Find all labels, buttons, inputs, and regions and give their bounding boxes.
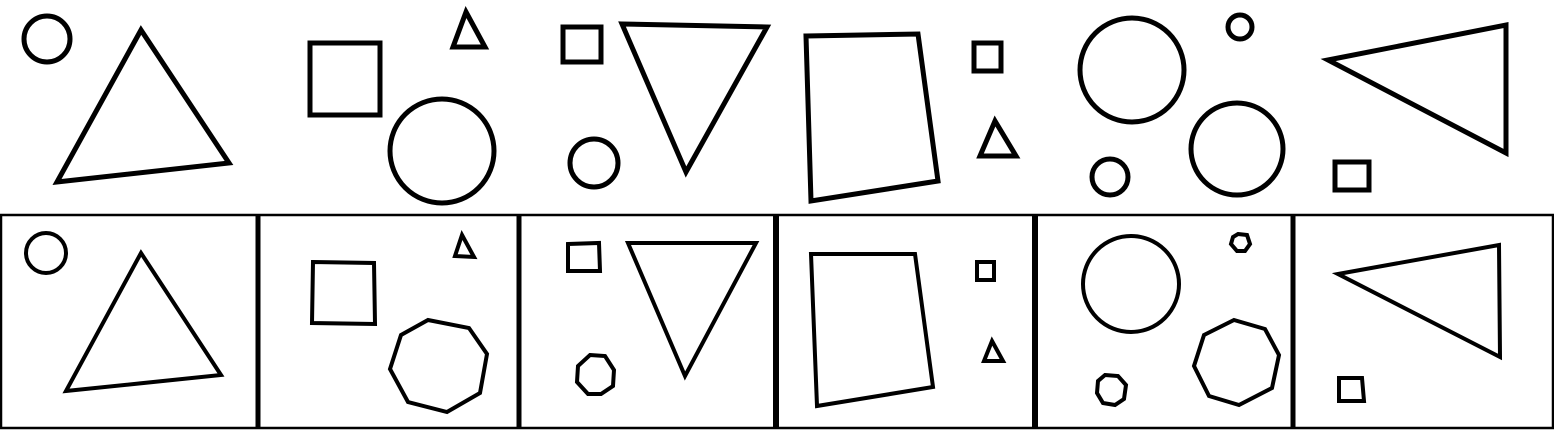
small-square-shape [1332, 159, 1372, 193]
left-pointing-triangle-shape [1320, 21, 1509, 158]
large-quadrilateral-shape [803, 31, 941, 204]
small-circle-shape [21, 13, 73, 65]
top-panel-2 [307, 5, 497, 206]
small-circle-shape [567, 136, 621, 190]
answer-panel-5[interactable] [1081, 231, 1282, 408]
large-quadrilateral-shape [808, 252, 936, 409]
large-triangle-shape [52, 25, 234, 186]
inverted-triangle-shape [618, 21, 772, 178]
small-triangle-shape [452, 230, 478, 260]
circle-shape [1188, 100, 1286, 198]
large-circle-shape [1077, 15, 1187, 125]
square-shape [307, 40, 383, 118]
small-square-shape [566, 240, 603, 273]
answer-row-frame [0, 213, 1554, 430]
small-octagon-shape [1094, 372, 1129, 408]
answer-panel-3[interactable] [566, 240, 760, 396]
large-circle-shape [1081, 234, 1181, 334]
small-circle-shape [1089, 156, 1131, 198]
top-panel-1 [21, 13, 234, 186]
top-panel-5 [1077, 12, 1286, 198]
small-square-shape [975, 260, 996, 282]
small-triangle-shape [449, 5, 490, 50]
top-panel-4 [803, 31, 1021, 204]
small-circle-shape [24, 231, 68, 275]
answer-panel-6[interactable] [1331, 242, 1503, 403]
circle-shape [387, 96, 497, 206]
answer-row [0, 213, 1554, 430]
small-square-shape [560, 24, 604, 65]
top-row [21, 5, 1509, 206]
answer-panel-2[interactable] [309, 230, 490, 415]
small-square-shape [1337, 376, 1367, 403]
octagon-shape [387, 317, 490, 415]
octagon-shape [1191, 317, 1282, 408]
small-triangle-shape [976, 115, 1021, 159]
small-octagon-shape [1228, 231, 1253, 253]
top-panel-3 [560, 21, 772, 190]
large-triangle-shape [62, 249, 225, 394]
answer-panel-4[interactable] [808, 252, 1007, 409]
small-circle-shape [1225, 12, 1255, 42]
small-triangle-shape [981, 336, 1007, 363]
left-pointing-triangle-shape [1331, 242, 1503, 361]
inverted-triangle-shape [624, 241, 760, 381]
top-panel-6 [1320, 21, 1509, 193]
small-square-shape [971, 40, 1004, 74]
answer-panel-1[interactable] [24, 231, 225, 394]
square-shape [309, 259, 378, 327]
small-octagon-shape [574, 352, 617, 396]
